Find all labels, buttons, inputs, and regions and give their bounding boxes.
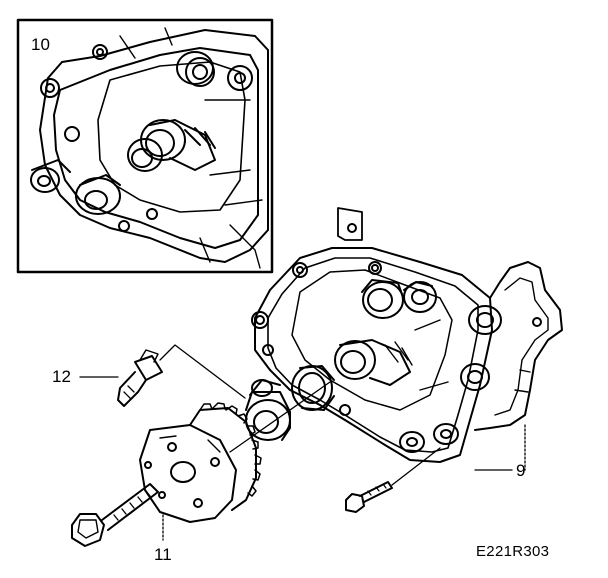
bushing [245, 379, 291, 441]
pump-housing [251, 207, 563, 463]
callout-11: 11 [154, 545, 172, 564]
gear-sprocket [139, 402, 262, 523]
inset-detail-frame [16, 18, 274, 274]
inset-housing-detail [30, 27, 269, 269]
callout-10: 10 [31, 35, 50, 54]
gear-bolt [71, 483, 159, 547]
callout-leaders [79, 376, 526, 541]
sensor-screw [117, 349, 163, 407]
assembly-leader-lines [159, 344, 441, 486]
callout-12: 12 [52, 367, 71, 386]
housing-bolt [345, 481, 393, 513]
callout-9: 9 [516, 461, 526, 480]
oil-seal [291, 365, 335, 411]
figure-reference-code: E221R303 [476, 543, 550, 560]
